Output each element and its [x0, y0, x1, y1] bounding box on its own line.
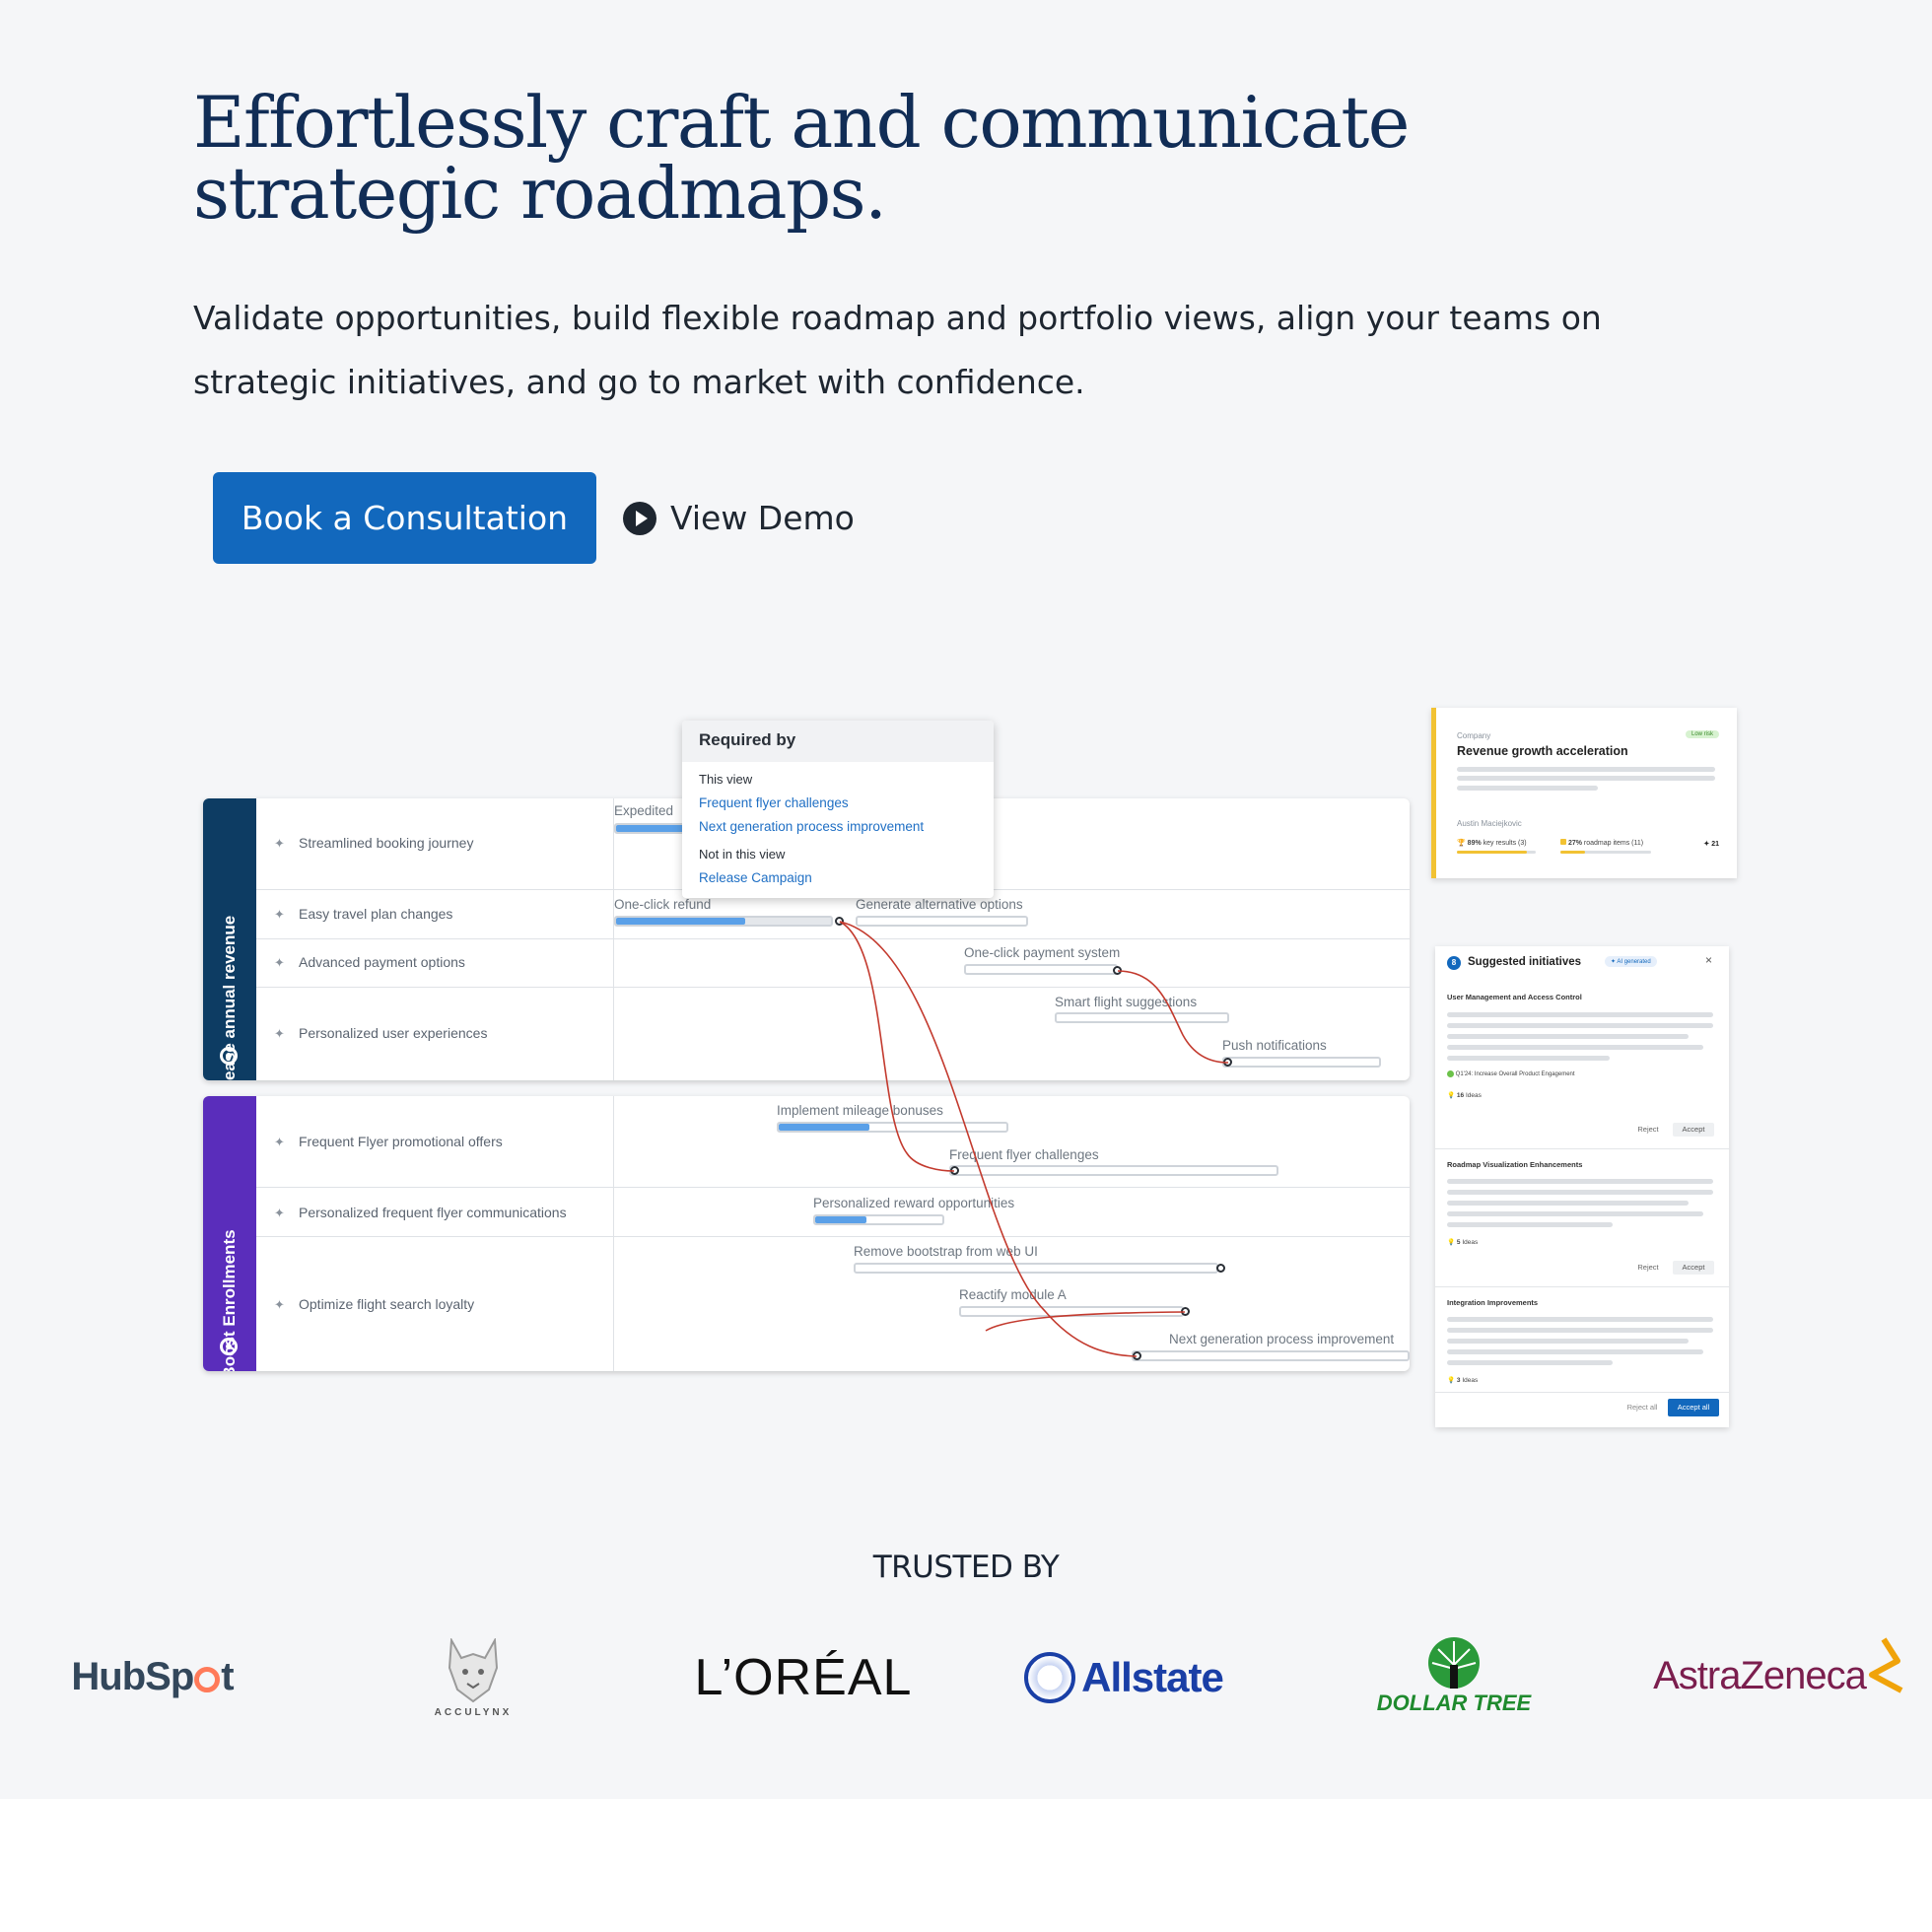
view-demo-button[interactable]: View Demo	[623, 472, 855, 564]
suggest-title: Suggested initiatives	[1468, 956, 1582, 968]
square-icon	[1560, 839, 1566, 845]
allstate-hands-icon	[1024, 1652, 1076, 1703]
dollar-tree-logo: DOLLAR TREE	[1365, 1628, 1543, 1723]
allstate-logo: Allstate	[1017, 1648, 1230, 1707]
initiative-icon: ✦	[274, 1205, 285, 1220]
initiative-icon: ✦	[274, 1296, 285, 1312]
key-results-metric: 🏆 89% key results (3)	[1457, 840, 1527, 847]
bar-label: Push notifications	[1222, 1038, 1327, 1053]
initiative-row[interactable]: ✦Personalized user experiences	[274, 1025, 488, 1041]
goal-band-enrollments: Boost Enrollments	[203, 1096, 256, 1371]
accept-button[interactable]: Accept	[1673, 1123, 1714, 1137]
initiative-row[interactable]: ✦Advanced payment options	[274, 954, 465, 970]
timeline-bar[interactable]	[856, 916, 1028, 927]
suggestion-title: Roadmap Visualization Enhancements	[1447, 1160, 1583, 1169]
popover-section-label: This view	[699, 772, 753, 787]
timeline-bar[interactable]	[949, 1165, 1278, 1176]
timeline-bar[interactable]	[959, 1306, 1184, 1317]
bar-label: One-click payment system	[964, 945, 1121, 960]
astrazeneca-swirl-icon	[1868, 1637, 1903, 1693]
initiative-row[interactable]: ✦Streamlined booking journey	[274, 835, 474, 851]
initiative-icon: ✦	[274, 1134, 285, 1149]
timeline-bar[interactable]	[1132, 1350, 1410, 1361]
bar-label: Smart flight suggestions	[1055, 995, 1198, 1009]
suggestion-title: User Management and Access Control	[1447, 993, 1582, 1001]
suggestion-title: Integration Improvements	[1447, 1298, 1539, 1307]
initiative-count: ✦ 21	[1703, 841, 1719, 848]
popover-link[interactable]: Next generation process improvement	[699, 819, 925, 834]
tree-icon	[1428, 1637, 1480, 1689]
bar-label: Expedited	[614, 803, 674, 818]
ideas-count: 💡 16 Ideas	[1447, 1092, 1482, 1099]
popover-title: Required by	[682, 721, 994, 762]
card-kicker: Company	[1457, 731, 1491, 740]
close-icon[interactable]: ×	[1704, 953, 1712, 967]
suggest-count-badge: 8	[1447, 956, 1461, 970]
initiative-icon: ✦	[274, 954, 285, 970]
initiative-row[interactable]: ✦Easy travel plan changes	[274, 906, 453, 922]
ideas-count: 💡 3 Ideas	[1447, 1377, 1479, 1384]
initiative-row[interactable]: ✦Frequent Flyer promotional offers	[274, 1134, 503, 1149]
loreal-logo: L’ORÉAL	[694, 1649, 913, 1706]
goal-panel-enrollments: Boost Enrollments ✦Frequent Flyer promot…	[203, 1096, 1410, 1371]
required-by-popover: Required by This view Frequent flyer cha…	[682, 721, 994, 898]
trophy-icon: 🏆	[1457, 840, 1466, 847]
bar-label: One-click refund	[614, 897, 712, 912]
timeline-bar[interactable]	[854, 1263, 1218, 1274]
lynx-icon	[448, 1637, 499, 1702]
card-title: Revenue growth acceleration	[1457, 744, 1628, 758]
initiative-icon: ✦	[274, 906, 285, 922]
target-icon	[220, 1047, 238, 1065]
accept-button[interactable]: Accept	[1673, 1261, 1714, 1275]
initiative-row[interactable]: ✦Personalized frequent flyer communicati…	[274, 1205, 567, 1220]
bar-label: Next generation process improvement	[1169, 1332, 1395, 1346]
suggested-initiatives-card: 8 Suggested initiatives ✦ AI generated ×…	[1435, 946, 1729, 1427]
okr-link: Q1'24: Increase Overall Product Engageme…	[1447, 1070, 1575, 1077]
bar-label: Remove bootstrap from web UI	[854, 1244, 1038, 1259]
bar-label: Generate alternative options	[856, 897, 1023, 912]
company-goal-card[interactable]: Company Revenue growth acceleration Low …	[1431, 708, 1737, 878]
initiative-icon: ✦	[274, 835, 285, 851]
book-consultation-button[interactable]: Book a Consultation	[213, 472, 596, 564]
bar-label: Reactify module A	[959, 1287, 1067, 1302]
target-icon	[220, 1338, 238, 1355]
bar-label: Personalized reward opportunities	[813, 1196, 1015, 1210]
bar-label: Frequent flyer challenges	[949, 1147, 1099, 1162]
goal-band-revenue: Increase annual revenue	[203, 798, 256, 1080]
initiative-icon: ✦	[274, 1025, 285, 1041]
acculynx-logo: ACCULYNX	[414, 1628, 532, 1727]
reject-all-button[interactable]: Reject all	[1626, 1403, 1658, 1412]
ai-badge: ✦ AI generated	[1605, 956, 1657, 967]
roadmap-items-metric: 27% roadmap items (11)	[1560, 839, 1643, 847]
reject-button[interactable]: Reject	[1637, 1263, 1659, 1272]
reject-button[interactable]: Reject	[1637, 1125, 1659, 1134]
timeline-bar[interactable]	[964, 964, 1118, 975]
popover-link[interactable]: Release Campaign	[699, 870, 812, 885]
timeline-bar[interactable]	[614, 916, 833, 927]
bar-label: Implement mileage bonuses	[777, 1103, 943, 1118]
risk-badge: Low risk	[1685, 730, 1719, 738]
timeline-bar[interactable]	[1055, 1012, 1229, 1023]
view-demo-label: View Demo	[670, 499, 855, 537]
owner-name: Austin Maciejkovic	[1457, 819, 1522, 828]
hero-subtitle: Validate opportunities, build flexible r…	[193, 299, 1602, 401]
timeline-bar[interactable]	[777, 1122, 1008, 1133]
popover-section-label: Not in this view	[699, 847, 786, 862]
astrazeneca-logo: AstraZeneca	[1648, 1636, 1912, 1715]
initiative-row[interactable]: ✦Optimize flight search loyalty	[274, 1296, 475, 1312]
popover-link[interactable]: Frequent flyer challenges	[699, 795, 849, 810]
accept-all-button[interactable]: Accept all	[1668, 1399, 1719, 1416]
ideas-count: 💡 5 Ideas	[1447, 1239, 1479, 1246]
trusted-heading: TRUSTED BY	[872, 1550, 1060, 1585]
timeline-bar[interactable]	[813, 1214, 944, 1225]
hero-title: Effortlessly craft and communicate strat…	[193, 81, 1410, 235]
hubspot-sprocket-icon	[194, 1667, 221, 1692]
play-icon	[623, 501, 656, 535]
timeline-bar[interactable]	[1222, 1057, 1381, 1068]
